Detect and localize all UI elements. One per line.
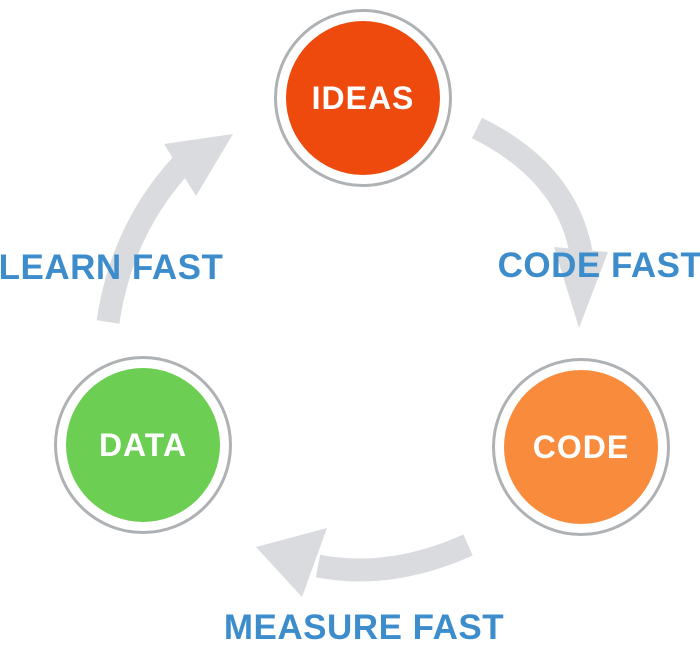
node-ideas-circle: IDEAS bbox=[286, 21, 440, 175]
arrow-code-to-data-head-icon bbox=[256, 528, 327, 597]
edge-label-learn-fast: LEARN FAST bbox=[0, 248, 224, 287]
node-data-circle: DATA bbox=[66, 368, 220, 522]
arrow-data-to-ideas-head-icon bbox=[164, 134, 233, 196]
node-code: CODE bbox=[492, 358, 670, 536]
node-data-label: DATA bbox=[98, 426, 188, 463]
node-ideas-label: IDEAS bbox=[311, 79, 415, 116]
arrow-code-to-data-shaft bbox=[315, 534, 473, 582]
node-code-label: CODE bbox=[532, 428, 630, 465]
arrow-data-to-ideas bbox=[96, 134, 233, 324]
edge-label-code-fast: CODE FAST bbox=[497, 246, 700, 285]
node-ideas: IDEAS bbox=[274, 9, 452, 187]
arrow-ideas-to-code-head-icon bbox=[554, 247, 608, 328]
node-data: DATA bbox=[54, 356, 232, 534]
arrow-ideas-to-code-shaft bbox=[471, 117, 593, 255]
arrow-data-to-ideas-shaft bbox=[96, 154, 193, 324]
arrow-ideas-to-code bbox=[471, 117, 608, 328]
node-code-circle: CODE bbox=[504, 370, 658, 524]
arrow-code-to-data bbox=[256, 528, 473, 597]
edge-label-measure-fast: MEASURE FAST bbox=[223, 608, 505, 647]
